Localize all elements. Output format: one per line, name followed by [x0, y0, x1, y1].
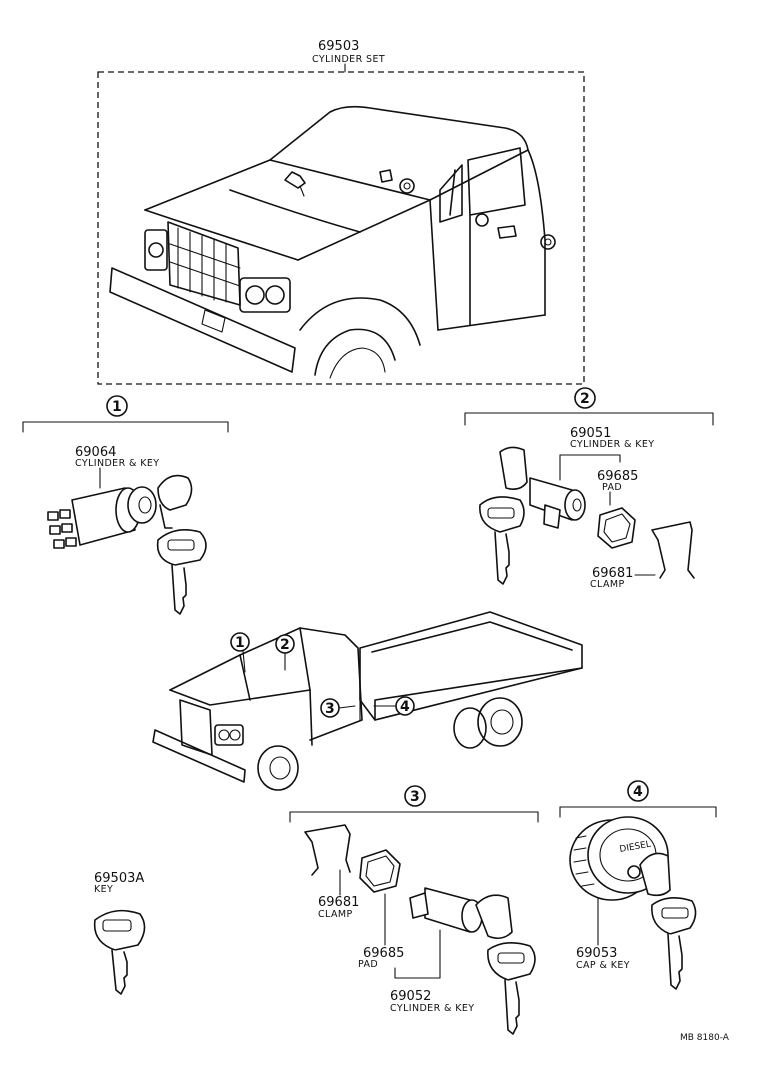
truck-callout-4-label: 4	[400, 699, 410, 715]
door-cylinder-illustration-3	[409, 887, 536, 1035]
group-3-bracket	[289, 811, 539, 823]
group-4-bracket	[559, 806, 717, 818]
callout-1-circle	[106, 395, 128, 417]
spare-key-group: 69503A KEY	[93, 871, 146, 995]
part-69051-number: 69051	[570, 426, 611, 441]
part-69681-number-3: 69681	[318, 895, 359, 910]
part-69685-name-2: PAD	[602, 482, 622, 493]
fuel-cap-illustration: DIESEL	[569, 816, 697, 990]
clamp-illustration-2	[651, 521, 695, 579]
part-69064-name: CYLINDER & KEY	[75, 458, 159, 469]
callout-4-circle	[627, 780, 649, 802]
ignition-cylinder-illustration	[47, 474, 207, 615]
truck-callout-1	[230, 632, 250, 652]
callout-3-label: 3	[410, 789, 420, 805]
part-69503A-name: KEY	[94, 884, 113, 895]
group-1: 1 69064 CYLINDER & KEY	[22, 395, 229, 615]
cylinder-set-number: 69503	[318, 39, 359, 54]
part-69051-name: CYLINDER & KEY	[570, 439, 654, 450]
callout-3-circle	[404, 785, 426, 807]
part-69685-name-3: PAD	[358, 959, 378, 970]
part-69685-number-3: 69685	[363, 946, 404, 961]
pad-illustration-3	[359, 849, 401, 893]
key-illustration	[93, 909, 146, 951]
cylinder-set-group: 69503 CYLINDER SET	[97, 39, 585, 385]
callout-2-label: 2	[580, 391, 590, 407]
truck-cab-illustration	[109, 105, 556, 379]
part-69064-number: 69064	[75, 445, 116, 460]
group-3: 3 69681 CLAMP 69685 PAD 69052 CYLINDER &…	[289, 785, 539, 1035]
group-2: 2 69051 CYLINDER & KEY 69685 PAD 69681 C…	[464, 387, 714, 590]
truck-callout-1-label: 1	[235, 635, 245, 651]
cylinder-set-name: CYLINDER SET	[312, 54, 385, 65]
part-69053-name: CAP & KEY	[576, 960, 630, 971]
drawing-code: MB 8180-A	[680, 1033, 730, 1043]
truck-callout-2-label: 2	[280, 637, 290, 653]
callout-4-label: 4	[633, 784, 643, 800]
pad-illustration-2	[597, 507, 636, 549]
part-69053-number: 69053	[576, 946, 617, 961]
group-2-bracket	[464, 412, 714, 426]
cylinder-set-dashed-box	[97, 71, 585, 385]
group-4: 4 DIESEL 69053 CAP & KEY	[559, 780, 717, 990]
part-69685-number-2: 69685	[597, 469, 638, 484]
callout-2-circle	[574, 387, 596, 409]
part-69681-name-3: CLAMP	[318, 909, 353, 920]
clamp-illustration-3	[304, 824, 351, 876]
door-cylinder-illustration-2	[479, 446, 586, 585]
truck-callout-3-label: 3	[325, 701, 335, 717]
part-69052-name: CYLINDER & KEY	[390, 1003, 474, 1014]
part-69681-number-2: 69681	[592, 566, 633, 581]
part-69503A-number: 69503A	[94, 871, 144, 886]
part-69681-name-2: CLAMP	[590, 579, 625, 590]
callout-1-label: 1	[112, 399, 122, 415]
part-69052-number: 69052	[390, 989, 431, 1004]
truck-overview-illustration: 1 2 3 4	[152, 611, 583, 791]
group-1-bracket	[22, 421, 229, 433]
